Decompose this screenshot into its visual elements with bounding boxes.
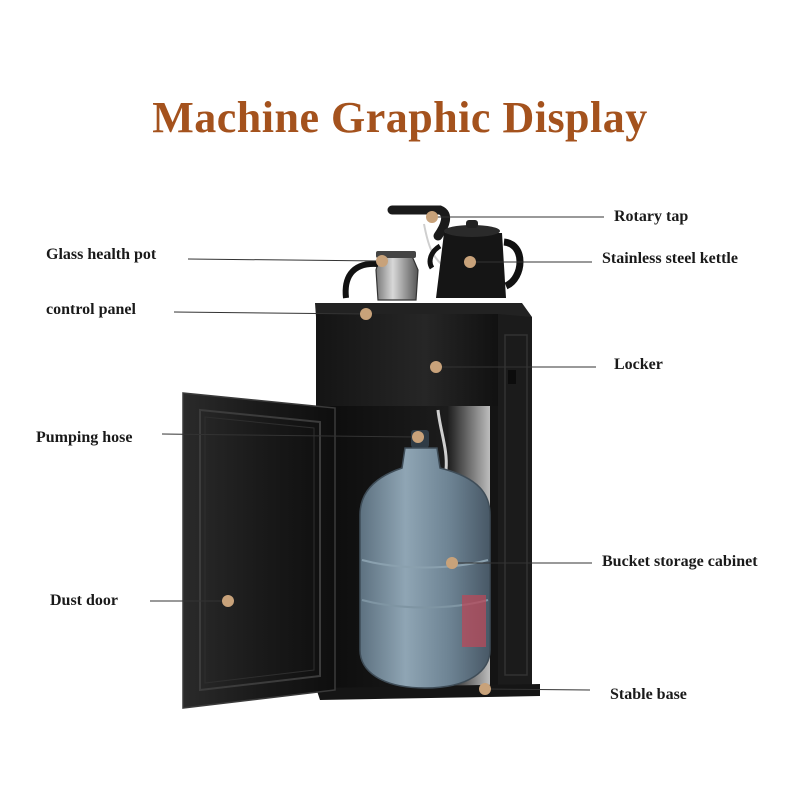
- page-title: Machine Graphic Display: [152, 93, 648, 142]
- dust-door-shape: [182, 392, 336, 709]
- water-bottle: [359, 430, 491, 689]
- marker-dots: [222, 211, 491, 695]
- label-bucket-storage-cabinet: Bucket storage cabinet: [602, 553, 758, 570]
- label-locker: Locker: [614, 356, 663, 373]
- glass-pot: [342, 251, 419, 301]
- label-stainless-steel-kettle: Stainless steel kettle: [602, 250, 738, 267]
- dot-bucket-cabinet: [446, 557, 458, 569]
- label-dust-door: Dust door: [50, 592, 119, 609]
- dot-pumping-hose: [412, 431, 424, 443]
- label-glass-health-pot: Glass health pot: [46, 246, 157, 263]
- label-rotary-tap: Rotary tap: [614, 208, 689, 225]
- dot-locker: [430, 361, 442, 373]
- dot-stable-base: [479, 683, 491, 695]
- dot-glass-pot: [376, 255, 388, 267]
- dot-kettle: [464, 256, 476, 268]
- dot-rotary-tap: [426, 211, 438, 223]
- dot-control-panel: [360, 308, 372, 320]
- label-control-panel: control panel: [46, 301, 136, 318]
- hose-shape: [436, 409, 448, 471]
- dot-dust-door: [222, 595, 234, 607]
- label-stable-base: Stable base: [610, 686, 687, 703]
- leader-lines: [150, 216, 604, 691]
- label-pumping-hose: Pumping hose: [36, 429, 133, 446]
